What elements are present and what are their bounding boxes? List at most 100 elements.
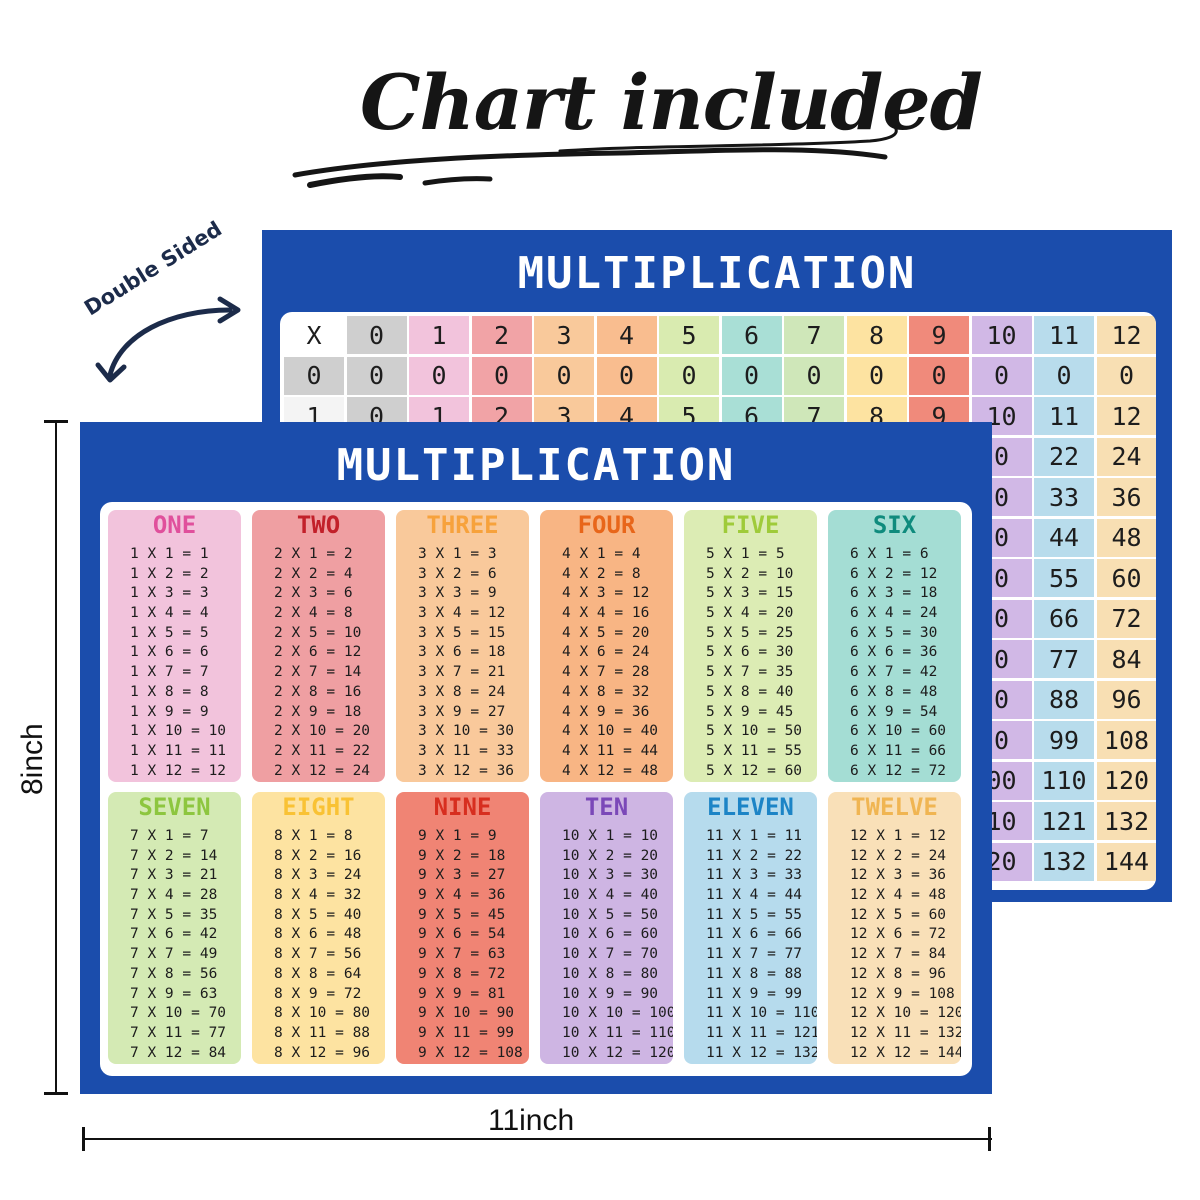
equation-line: 3 X 4 = 12 bbox=[418, 605, 506, 622]
equation-line: 1 X 8 = 8 bbox=[130, 683, 209, 700]
equation-line: 10 X 7 = 70 bbox=[562, 946, 659, 963]
equation-line: 3 X 2 = 6 bbox=[418, 565, 497, 582]
grid-header-cell: 1 bbox=[409, 316, 469, 354]
height-dimension-label: 8inch bbox=[16, 723, 49, 795]
equation-line: 10 X 5 = 50 bbox=[562, 906, 659, 923]
equation-line: 9 X 9 = 81 bbox=[418, 985, 506, 1002]
card-title: TEN bbox=[584, 793, 629, 821]
equation-line: 9 X 12 = 108 bbox=[418, 1044, 523, 1061]
equation-line: 8 X 2 = 16 bbox=[274, 847, 362, 864]
equation-line: 9 X 4 = 36 bbox=[418, 887, 506, 904]
equation-line: 3 X 11 = 33 bbox=[418, 742, 515, 759]
equation-line: 3 X 9 = 27 bbox=[418, 703, 506, 720]
equation-line: 6 X 11 = 66 bbox=[850, 742, 947, 759]
grid-cell: 44 bbox=[1034, 518, 1094, 557]
grid-cell: 0 bbox=[971, 356, 1032, 395]
grid-cell: 0 bbox=[784, 356, 844, 395]
equation-line: 4 X 7 = 28 bbox=[562, 664, 650, 681]
card-title: NINE bbox=[433, 793, 492, 821]
grid-cell: 88 bbox=[1034, 680, 1094, 719]
equation-line: 2 X 6 = 12 bbox=[274, 644, 362, 661]
equation-line: 12 X 11 = 132 bbox=[850, 1024, 961, 1041]
equation-line: 6 X 12 = 72 bbox=[850, 762, 947, 779]
back-poster-title: MULTIPLICATION bbox=[517, 248, 917, 299]
card-title: FOUR bbox=[577, 511, 636, 539]
height-dimension-top-tick bbox=[44, 420, 68, 423]
card-title: SIX bbox=[872, 511, 917, 539]
equation-line: 8 X 9 = 72 bbox=[274, 985, 362, 1002]
equation-line: 2 X 1 = 2 bbox=[274, 546, 353, 562]
equation-line: 10 X 3 = 30 bbox=[562, 867, 659, 884]
equation-line: 6 X 3 = 18 bbox=[850, 585, 938, 602]
equation-line: 9 X 8 = 72 bbox=[418, 965, 506, 982]
equation-line: 9 X 3 = 27 bbox=[418, 867, 506, 884]
equation-line: 8 X 1 = 8 bbox=[274, 828, 353, 844]
width-dimension-line bbox=[84, 1138, 992, 1140]
equation-line: 1 X 10 = 10 bbox=[130, 723, 227, 740]
grid-cell: 0 bbox=[721, 356, 782, 395]
equation-line: 7 X 8 = 56 bbox=[130, 965, 218, 982]
double-sided-arrow bbox=[95, 296, 241, 383]
equation-line: 5 X 5 = 25 bbox=[706, 624, 794, 641]
grid-cell: 48 bbox=[1096, 518, 1156, 557]
equation-line: 12 X 1 = 12 bbox=[850, 828, 947, 844]
grid-cell: 108 bbox=[1096, 721, 1156, 759]
equation-line: 3 X 12 = 36 bbox=[418, 762, 515, 779]
equation-line: 2 X 8 = 16 bbox=[274, 683, 362, 700]
equation-line: 11 X 12 = 132 bbox=[706, 1044, 817, 1061]
equation-line: 7 X 5 = 35 bbox=[130, 906, 218, 923]
equation-line: 1 X 4 = 4 bbox=[130, 605, 209, 622]
equation-line: 6 X 7 = 42 bbox=[850, 664, 938, 681]
equation-line: 10 X 2 = 20 bbox=[562, 847, 659, 864]
equation-line: 5 X 2 = 10 bbox=[706, 565, 794, 582]
equation-line: 10 X 8 = 80 bbox=[562, 965, 659, 982]
equation-line: 9 X 6 = 54 bbox=[418, 926, 506, 943]
equation-line: 5 X 8 = 40 bbox=[706, 683, 794, 700]
equation-line: 5 X 10 = 50 bbox=[706, 723, 803, 740]
equation-line: 6 X 4 = 24 bbox=[850, 605, 938, 622]
equation-line: 9 X 11 = 99 bbox=[418, 1024, 515, 1041]
card-title: THREE bbox=[426, 511, 499, 539]
equation-line: 12 X 12 = 144 bbox=[850, 1044, 961, 1061]
equation-line: 11 X 10 = 110 bbox=[706, 1005, 817, 1022]
equation-line: 4 X 11 = 44 bbox=[562, 742, 659, 759]
card-title: TWELVE bbox=[851, 793, 938, 821]
grid-cell: 77 bbox=[1034, 640, 1094, 678]
equation-line: 6 X 6 = 36 bbox=[850, 644, 938, 661]
equation-line: 2 X 12 = 24 bbox=[274, 762, 371, 779]
card-title: EIGHT bbox=[282, 793, 355, 821]
underline-swoosh bbox=[292, 125, 898, 188]
equation-line: 12 X 5 = 60 bbox=[850, 906, 947, 923]
equation-line: 5 X 7 = 35 bbox=[706, 664, 794, 681]
grid-cell: 0 bbox=[471, 356, 532, 395]
grid-header-cell: 9 bbox=[909, 316, 969, 354]
grid-cell: 0 bbox=[284, 356, 344, 395]
grid-cell: 0 bbox=[534, 356, 594, 395]
equation-line: 11 X 11 = 121 bbox=[706, 1024, 817, 1041]
equation-line: 12 X 10 = 120 bbox=[850, 1005, 961, 1022]
equation-line: 9 X 7 = 63 bbox=[418, 946, 506, 963]
grid-cell: 0 bbox=[1096, 356, 1156, 395]
equation-line: 10 X 1 = 10 bbox=[562, 828, 659, 844]
equation-line: 3 X 7 = 21 bbox=[418, 664, 506, 681]
chart-included-heading: Chart included bbox=[360, 58, 983, 147]
equation-line: 5 X 12 = 60 bbox=[706, 762, 803, 779]
grid-cell: 60 bbox=[1096, 559, 1156, 597]
equation-line: 11 X 7 = 77 bbox=[706, 946, 803, 963]
equation-line: 11 X 4 = 44 bbox=[706, 887, 803, 904]
card-title: SEVEN bbox=[138, 793, 211, 821]
equation-line: 12 X 3 = 36 bbox=[850, 867, 947, 884]
equation-line: 4 X 6 = 24 bbox=[562, 644, 650, 661]
equation-line: 10 X 11 = 110 bbox=[562, 1024, 673, 1041]
